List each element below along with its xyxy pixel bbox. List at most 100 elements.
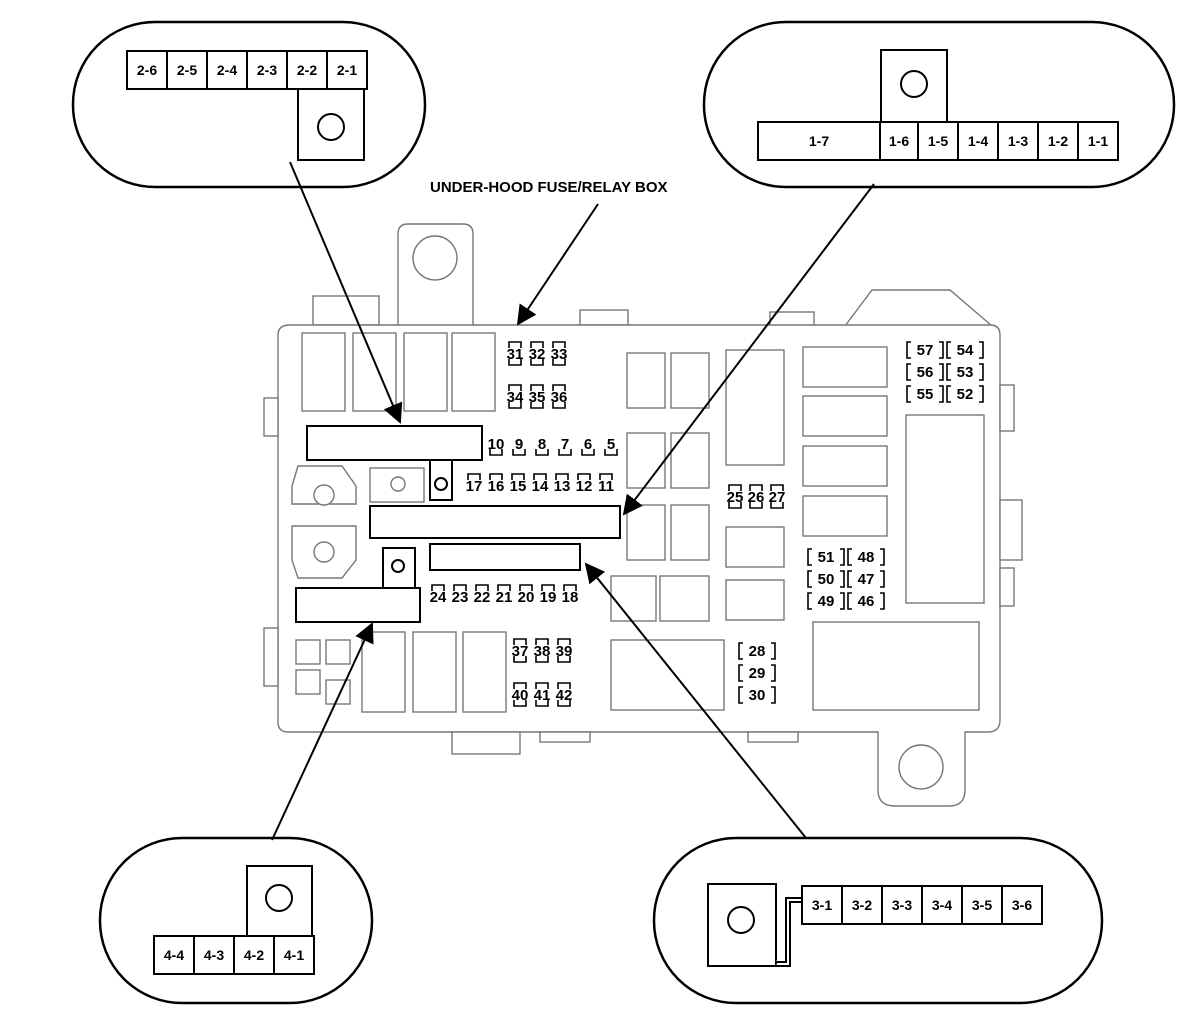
connector-4-pin-label: 4-1 (284, 947, 304, 963)
fuse-number: 46 (858, 593, 875, 610)
fuse-number: 22 (474, 589, 491, 606)
box-connectors (295, 425, 621, 623)
fuse-number: 49 (818, 593, 835, 610)
fuse-number: 33 (551, 346, 568, 363)
fuse-slot-bracket (939, 363, 944, 381)
fuse-number: 15 (510, 478, 527, 495)
connector-1-pin-label: 1-2 (1048, 133, 1068, 149)
fuse-slot-bracket (508, 402, 522, 409)
fuse-slot-bracket (555, 473, 569, 480)
fuse-slot-bracket (530, 384, 544, 391)
connector-2-pin-label: 2-2 (297, 62, 317, 78)
fuse-slot-bracket (771, 642, 776, 660)
fuse-slot-bracket (599, 473, 613, 480)
fuse-number: 34 (507, 389, 524, 406)
diagram-title: UNDER-HOOD FUSE/RELAY BOX (430, 179, 668, 196)
fuse-number: 39 (556, 643, 573, 660)
fuse-slot-bracket (770, 502, 784, 509)
fuse-slot-bracket (530, 359, 544, 366)
fuse-slot-bracket (535, 682, 549, 689)
connector-3-pin-label: 3-2 (852, 897, 872, 913)
fuse-slot-bracket (728, 502, 742, 509)
fuse-number: 51 (818, 549, 835, 566)
fuse-slot-bracket (946, 363, 951, 381)
fuse-number: 41 (534, 687, 551, 704)
callout-4 (98, 836, 374, 1005)
connector-2-pin-cell (166, 50, 208, 90)
fuse-number: 21 (496, 589, 513, 606)
fuse-slot-bracket (513, 700, 527, 707)
fuse-slot-bracket (508, 359, 522, 366)
fuse-slot-bracket (533, 473, 547, 480)
fuse-number: 9 (515, 436, 523, 453)
fuse-slot-bracket (771, 664, 776, 682)
fuse-slot-bracket (807, 592, 812, 610)
fuse-slot-bracket (557, 700, 571, 707)
leader-lines (271, 161, 875, 841)
fuse-slot-bracket (771, 686, 776, 704)
fuse-slot-bracket (847, 548, 852, 566)
fuse-number: 25 (727, 489, 744, 506)
fuse-slot-bracket (946, 385, 951, 403)
connector-3-pin-label: 3-6 (1012, 897, 1032, 913)
connector-3-pin-label: 3-4 (932, 897, 952, 913)
fuse-number: 5 (607, 436, 615, 453)
fuse-slots (431, 341, 984, 707)
bottom-mounting-hole (898, 744, 944, 790)
fuse-number: 37 (512, 643, 529, 660)
connector-1-pin-label: 1-3 (1008, 133, 1028, 149)
fuse-slot-bracket (519, 584, 533, 591)
fuse-slot-bracket (508, 384, 522, 391)
connector-4-pin-cell (233, 935, 275, 975)
fuse-slot-bracket (906, 341, 911, 359)
connector-2-pin-label: 2-1 (337, 62, 357, 78)
connector-1-pin-cell (757, 121, 881, 161)
fuse-slot-bracket (513, 682, 527, 689)
box-connector-4 (295, 587, 421, 623)
top-mounting-hole (412, 235, 458, 281)
connector-2-pin-label: 2-6 (137, 62, 157, 78)
fuse-number: 35 (529, 389, 546, 406)
fuse-slot-bracket (906, 385, 911, 403)
connector-1-pin-label: 1-5 (928, 133, 948, 149)
fuse-slot-bracket (535, 638, 549, 645)
fuse-slot-bracket (939, 341, 944, 359)
fuse-slot-bracket (535, 656, 549, 663)
fuse-slot-bracket (749, 502, 763, 509)
fuse-slot-bracket (577, 473, 591, 480)
fuse-slot-bracket (946, 341, 951, 359)
fuse-slot-bracket (807, 570, 812, 588)
fuse-slot-bracket (604, 449, 618, 456)
fuse-slot-bracket (497, 584, 511, 591)
connector-3-pin-cell (801, 885, 843, 925)
fuse-number: 29 (749, 665, 766, 682)
connector-2-pin-label: 2-3 (257, 62, 277, 78)
fuse-slot-bracket (840, 592, 845, 610)
fuse-slot-bracket (530, 402, 544, 409)
fuse-number: 40 (512, 687, 529, 704)
fuse-slot-bracket (489, 449, 503, 456)
fuse-number: 13 (554, 478, 571, 495)
fuse-slot-bracket (770, 484, 784, 491)
fuse-slot-bracket (558, 449, 572, 456)
fuse-slot-bracket (563, 584, 577, 591)
connector-4-pin-label: 4-4 (164, 947, 184, 963)
callout-2 (71, 20, 427, 189)
connector-3-pin-label: 3-3 (892, 897, 912, 913)
fuse-slot-bracket (847, 592, 852, 610)
connector-3-pin-label: 3-5 (972, 897, 992, 913)
fuse-slot-bracket (738, 642, 743, 660)
fuse-slot-bracket (840, 570, 845, 588)
box-connector-3 (429, 543, 581, 571)
fuse-slot-bracket (552, 341, 566, 348)
connector-1-pin-label: 1-7 (809, 133, 829, 149)
fuse-slot-bracket (979, 341, 984, 359)
fuse-number: 6 (584, 436, 592, 453)
fuse-slot-bracket (738, 686, 743, 704)
fuse-slot-bracket (513, 638, 527, 645)
fuse-number: 30 (749, 687, 766, 704)
connector-3-pin-label: 3-1 (812, 897, 832, 913)
connector-3-pin-cell (841, 885, 883, 925)
connector-4-pin-label: 4-2 (244, 947, 264, 963)
